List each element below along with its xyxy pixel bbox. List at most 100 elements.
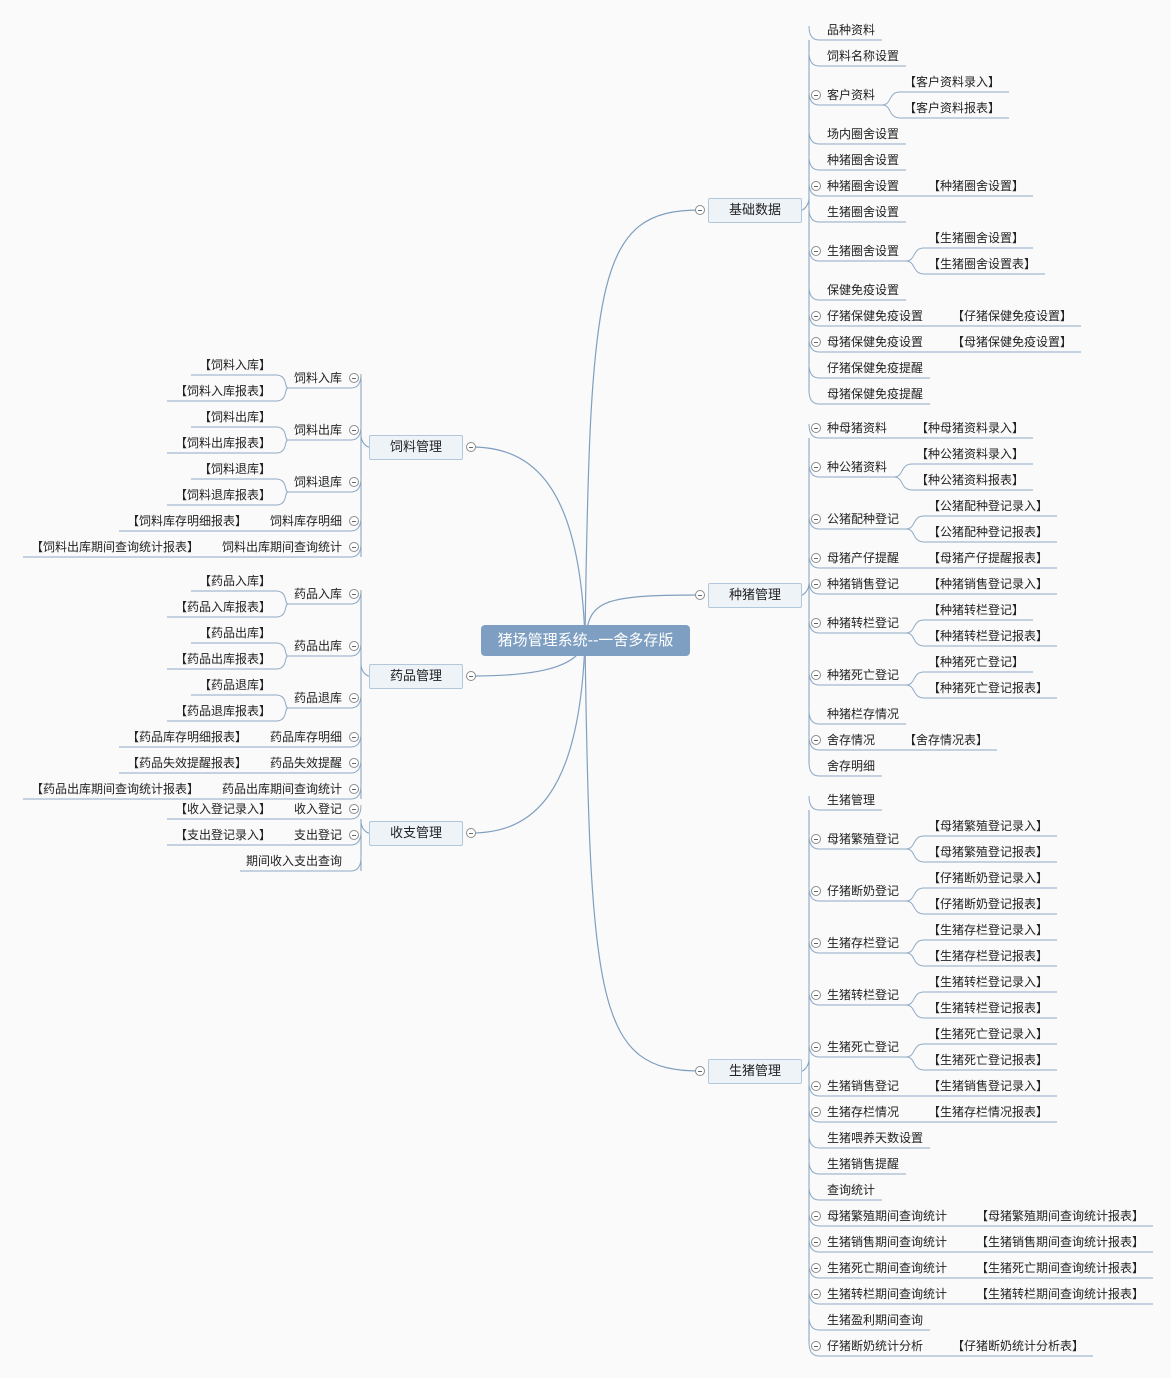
branch-toggle-0[interactable] <box>695 205 705 215</box>
node-toggle-0-2[interactable] <box>811 90 821 100</box>
node-1-4[interactable]: 种猪销售登记 <box>827 577 900 591</box>
subnode-2-3-1[interactable]: 【生猪存栏登记报表】 <box>928 949 1049 963</box>
subnode-1-6-0[interactable]: 【种猪死亡登记】 <box>928 655 1025 669</box>
node-0-10[interactable]: 母猪保健免疫设置 <box>827 335 924 349</box>
subnode-1-3-0[interactable]: 【母猪产仔提醒报表】 <box>928 551 1049 565</box>
node-2-15[interactable]: 生猪盈利期间查询 <box>827 1313 924 1327</box>
node-2-13[interactable]: 生猪死亡期间查询统计 <box>827 1261 948 1275</box>
node-toggle-2-2[interactable] <box>811 886 821 896</box>
node-0-11[interactable]: 仔猪保健免疫提醒 <box>827 361 924 375</box>
subnode-2-5-1[interactable]: 【生猪死亡登记报表】 <box>928 1053 1049 1067</box>
node-toggle-1-2[interactable] <box>811 514 821 524</box>
branch-right-1[interactable]: 种猪管理 <box>708 582 802 608</box>
node-2-2[interactable]: 仔猪断奶登记 <box>827 884 900 898</box>
subnode-2-13-0[interactable]: 【生猪死亡期间查询统计报表】 <box>976 1261 1145 1275</box>
subnode-left-1-4-0[interactable]: 【药品失效提醒报表】 <box>127 756 248 770</box>
branch-toggle-left-0[interactable] <box>466 442 476 452</box>
subnode-1-4-0[interactable]: 【种猪销售登记录入】 <box>928 577 1049 591</box>
node-2-9[interactable]: 生猪销售提醒 <box>827 1157 900 1171</box>
node-toggle-left-2-1[interactable] <box>349 830 359 840</box>
node-1-2[interactable]: 公猪配种登记 <box>827 512 900 526</box>
node-toggle-left-0-4[interactable] <box>349 542 359 552</box>
node-0-12[interactable]: 母猪保健免疫提醒 <box>827 387 924 401</box>
subnode-2-11-0[interactable]: 【母猪繁殖期间查询统计报表】 <box>976 1209 1145 1223</box>
subnode-left-0-4-0[interactable]: 【饲料出库期间查询统计报表】 <box>31 540 200 554</box>
subnode-left-0-1-0[interactable]: 【饲料出库】 <box>199 410 272 424</box>
node-left-1-4[interactable]: 药品失效提醒 <box>270 756 343 770</box>
node-toggle-1-8[interactable] <box>811 735 821 745</box>
subnode-2-6-0[interactable]: 【生猪销售登记录入】 <box>928 1079 1049 1093</box>
subnode-1-1-0[interactable]: 【种公猪资料录入】 <box>916 447 1025 461</box>
subnode-2-12-0[interactable]: 【生猪销售期间查询统计报表】 <box>976 1235 1145 1249</box>
subnode-1-5-0[interactable]: 【种猪转栏登记】 <box>928 603 1025 617</box>
subnode-2-4-0[interactable]: 【生猪转栏登记录入】 <box>928 975 1049 989</box>
node-2-4[interactable]: 生猪转栏登记 <box>827 988 900 1002</box>
node-toggle-left-0-0[interactable] <box>349 373 359 383</box>
subnode-0-9-0[interactable]: 【仔猪保健免疫设置】 <box>952 309 1073 323</box>
subnode-left-1-2-0[interactable]: 【药品退库】 <box>199 678 272 692</box>
node-left-1-5[interactable]: 药品出库期间查询统计 <box>222 782 343 796</box>
branch-right-0[interactable]: 基础数据 <box>708 197 802 223</box>
subnode-1-8-0[interactable]: 【舍存情况表】 <box>904 733 989 747</box>
subnode-left-1-0-1[interactable]: 【药品入库报表】 <box>175 600 272 614</box>
node-toggle-2-4[interactable] <box>811 990 821 1000</box>
node-left-0-1[interactable]: 饲料出库 <box>294 423 343 437</box>
node-toggle-1-0[interactable] <box>811 423 821 433</box>
subnode-left-0-2-0[interactable]: 【饲料退库】 <box>199 462 272 476</box>
node-toggle-2-16[interactable] <box>811 1341 821 1351</box>
subnode-left-2-0-0[interactable]: 【收入登记录入】 <box>175 802 272 816</box>
node-2-6[interactable]: 生猪销售登记 <box>827 1079 900 1093</box>
node-0-2[interactable]: 客户资料 <box>827 88 876 102</box>
node-1-0[interactable]: 种母猪资料 <box>827 421 888 435</box>
node-0-9[interactable]: 仔猪保健免疫设置 <box>827 309 924 323</box>
node-left-1-1[interactable]: 药品出库 <box>294 639 343 653</box>
branch-toggle-left-2[interactable] <box>466 828 476 838</box>
node-2-10[interactable]: 查询统计 <box>827 1183 876 1197</box>
node-0-8[interactable]: 保健免疫设置 <box>827 283 900 297</box>
node-0-5[interactable]: 种猪圈舍设置 <box>827 179 900 193</box>
branch-left-2[interactable]: 收支管理 <box>369 820 463 846</box>
node-1-7[interactable]: 种猪栏存情况 <box>827 707 900 721</box>
node-2-5[interactable]: 生猪死亡登记 <box>827 1040 900 1054</box>
node-toggle-2-14[interactable] <box>811 1289 821 1299</box>
subnode-1-2-0[interactable]: 【公猪配种登记录入】 <box>928 499 1049 513</box>
node-left-0-2[interactable]: 饲料退库 <box>294 475 343 489</box>
node-1-8[interactable]: 舍存情况 <box>827 733 876 747</box>
node-toggle-2-1[interactable] <box>811 834 821 844</box>
node-toggle-left-0-1[interactable] <box>349 425 359 435</box>
subnode-2-5-0[interactable]: 【生猪死亡登记录入】 <box>928 1027 1049 1041</box>
subnode-0-5-0[interactable]: 【种猪圈舍设置】 <box>928 179 1025 193</box>
branch-right-2[interactable]: 生猪管理 <box>708 1058 802 1084</box>
subnode-left-0-0-0[interactable]: 【饲料入库】 <box>199 358 272 372</box>
subnode-2-1-1[interactable]: 【母猪繁殖登记报表】 <box>928 845 1049 859</box>
node-toggle-2-5[interactable] <box>811 1042 821 1052</box>
subnode-left-1-1-0[interactable]: 【药品出库】 <box>199 626 272 640</box>
node-0-3[interactable]: 场内圈舍设置 <box>827 127 900 141</box>
subnode-2-3-0[interactable]: 【生猪存栏登记录入】 <box>928 923 1049 937</box>
node-toggle-2-6[interactable] <box>811 1081 821 1091</box>
node-toggle-1-6[interactable] <box>811 670 821 680</box>
subnode-1-0-0[interactable]: 【种母猪资料录入】 <box>916 421 1025 435</box>
root-topic[interactable]: 猪场管理系统--一舍多存版 <box>481 625 690 656</box>
node-toggle-1-3[interactable] <box>811 553 821 563</box>
subnode-0-7-1[interactable]: 【生猪圈舍设置表】 <box>928 257 1037 271</box>
node-left-0-0[interactable]: 饲料入库 <box>294 371 343 385</box>
subnode-left-0-2-1[interactable]: 【饲料退库报表】 <box>175 488 272 502</box>
subnode-left-2-1-0[interactable]: 【支出登记录入】 <box>175 828 272 842</box>
node-0-4[interactable]: 种猪圈舍设置 <box>827 153 900 167</box>
subnode-left-0-0-1[interactable]: 【饲料入库报表】 <box>175 384 272 398</box>
node-2-14[interactable]: 生猪转栏期间查询统计 <box>827 1287 948 1301</box>
subnode-2-2-1[interactable]: 【仔猪断奶登记报表】 <box>928 897 1049 911</box>
node-toggle-left-0-3[interactable] <box>349 516 359 526</box>
subnode-0-2-1[interactable]: 【客户资料报表】 <box>904 101 1001 115</box>
node-1-9[interactable]: 舍存明细 <box>827 759 876 773</box>
node-toggle-1-5[interactable] <box>811 618 821 628</box>
node-toggle-left-1-0[interactable] <box>349 589 359 599</box>
node-toggle-2-12[interactable] <box>811 1237 821 1247</box>
node-0-6[interactable]: 生猪圈舍设置 <box>827 205 900 219</box>
node-left-0-3[interactable]: 饲料库存明细 <box>270 514 343 528</box>
subnode-0-2-0[interactable]: 【客户资料录入】 <box>904 75 1001 89</box>
node-left-1-2[interactable]: 药品退库 <box>294 691 343 705</box>
subnode-2-2-0[interactable]: 【仔猪断奶登记录入】 <box>928 871 1049 885</box>
node-0-7[interactable]: 生猪圈舍设置 <box>827 244 900 258</box>
